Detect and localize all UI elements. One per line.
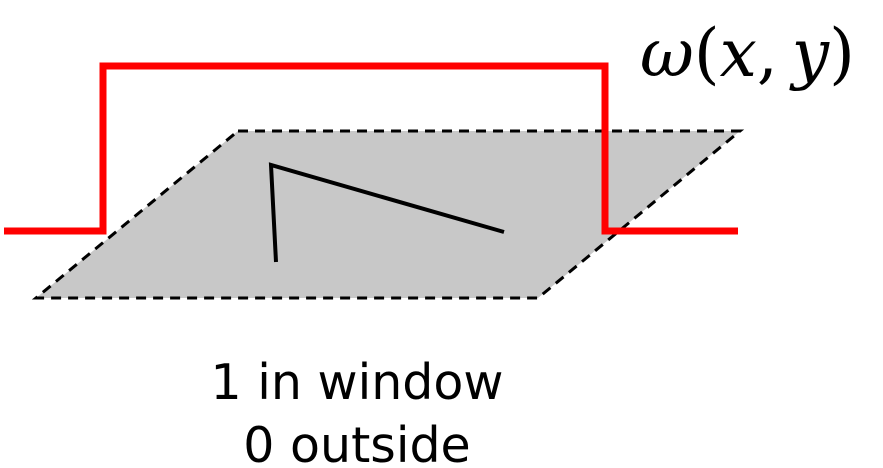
open-paren: ( — [694, 15, 720, 92]
caption-line-1: 1 in window — [211, 354, 504, 411]
window-function-label: ω(x,y) — [640, 15, 855, 92]
comma: , — [757, 15, 778, 92]
omega-symbol: ω — [640, 15, 694, 92]
image-plane — [31, 129, 745, 300]
caption-line-2: 0 outside — [243, 417, 470, 468]
window-function-curve — [4, 62, 738, 235]
close-paren: ) — [829, 15, 855, 92]
corner-feature — [268, 162, 505, 263]
y-variable: y — [789, 15, 830, 92]
x-variable: x — [720, 15, 757, 92]
